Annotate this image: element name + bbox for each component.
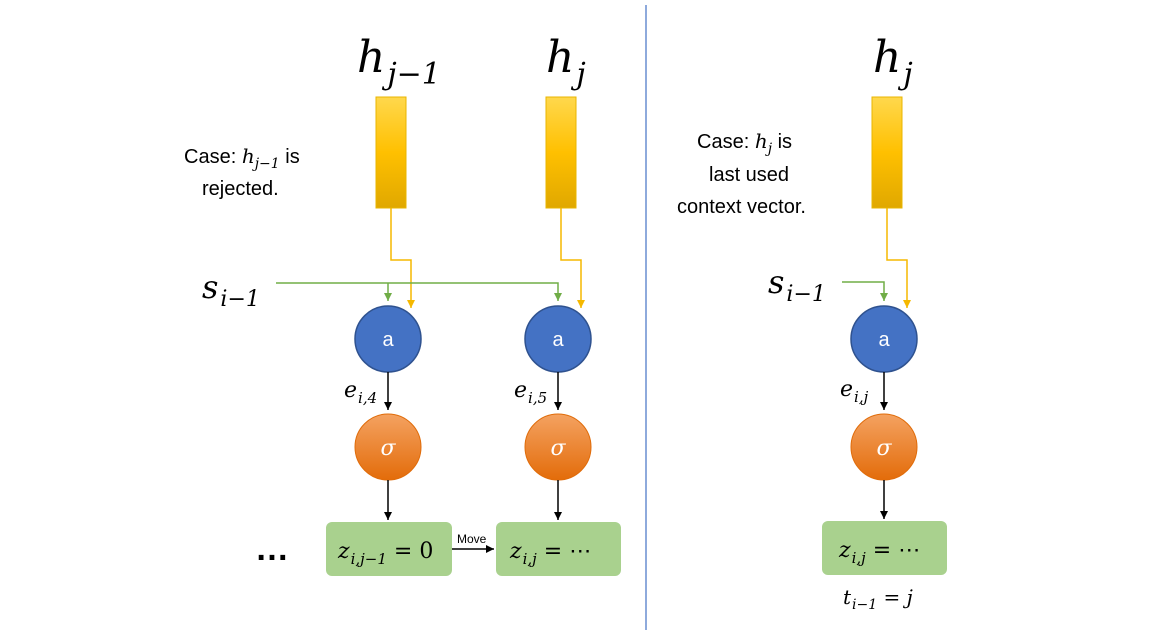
s-label-right: si−1	[768, 263, 826, 307]
hidden-state-bar-right	[871, 96, 903, 209]
attention-node-prev-label: a	[382, 329, 394, 351]
s-label-left: si−1	[202, 268, 260, 312]
case-text-left-line2: rejected.	[202, 178, 279, 200]
sigmoid-node-prev-label: σ	[380, 436, 396, 461]
yellow-connector-curr	[560, 208, 585, 308]
attention-node-right-label: a	[878, 329, 890, 351]
z-box-right	[822, 521, 947, 575]
attention-node-curr-label: a	[552, 329, 564, 351]
h-curr-label-right: hj	[873, 32, 913, 92]
green-connector-right	[842, 281, 888, 301]
z-box-prev	[326, 522, 452, 576]
yellow-connector-prev	[390, 208, 415, 308]
t-label: ti−1 = j	[843, 585, 913, 613]
case-text-right-line3: context vector.	[677, 196, 806, 218]
ellipsis: …	[255, 530, 289, 568]
case-text-right-line2: last used	[709, 164, 789, 186]
z-box-prev-label: zi,j−1 = 0	[337, 539, 433, 568]
energy-label-right: ei,j	[840, 377, 869, 406]
case-text-left: Case: hj−1 is	[184, 144, 300, 172]
energy-label-prev: ei,4	[344, 378, 377, 407]
case-text-right: Case: hj is	[697, 129, 792, 157]
h-curr-label: hj	[546, 32, 586, 92]
z-box-right-label: zi,j = ⋯	[838, 538, 920, 567]
right-panel: hj Case: hj is last used context vector.…	[677, 32, 947, 613]
sigmoid-node-curr-label: σ	[550, 436, 566, 461]
hidden-state-bar-curr	[545, 96, 577, 209]
green-connector-main	[276, 282, 562, 301]
left-panel: hj−1 hj Case: hj−1 is rejected. si−1 a a	[184, 32, 621, 576]
move-label: Move	[457, 532, 487, 546]
yellow-connector-right	[886, 208, 911, 308]
energy-label-curr: ei,5	[514, 378, 547, 407]
hidden-state-bar-prev	[375, 96, 407, 209]
h-prev-label: hj−1	[357, 32, 441, 92]
z-box-curr	[496, 522, 621, 576]
z-box-curr-label: zi,j = ⋯	[509, 539, 591, 568]
sigmoid-node-right-label: σ	[876, 436, 892, 461]
